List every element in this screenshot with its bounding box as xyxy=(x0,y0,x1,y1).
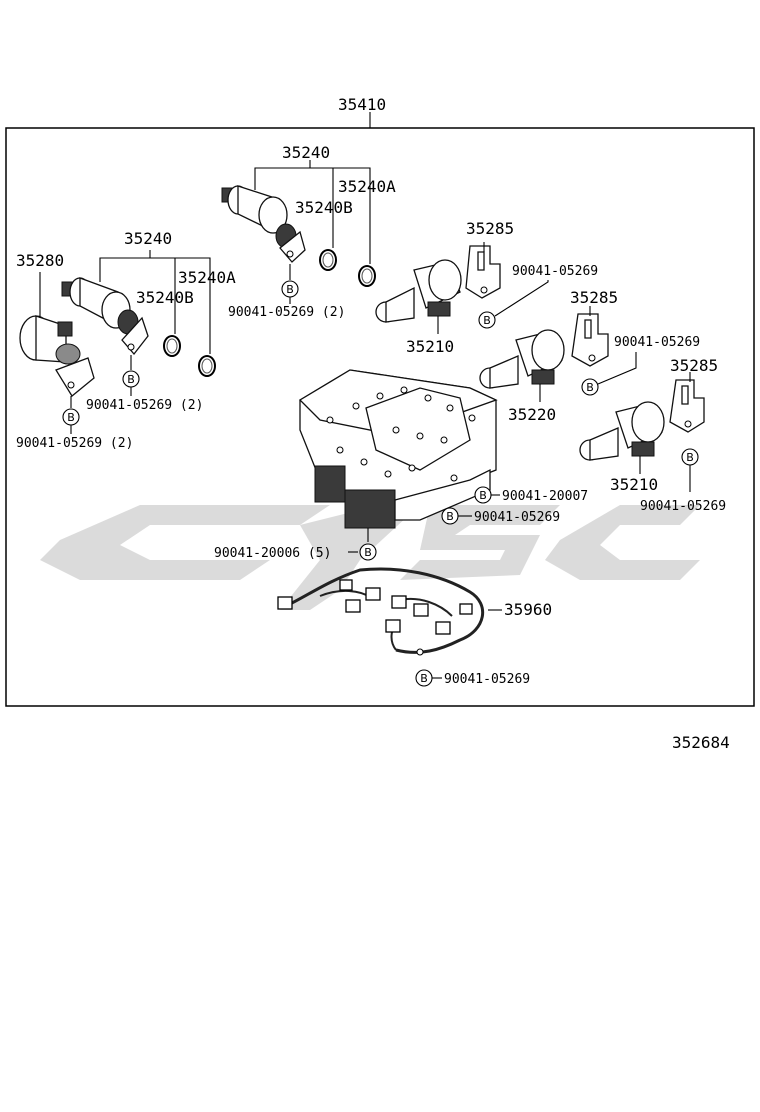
bracket-35285-3 xyxy=(669,379,705,433)
bolt-symbol-bracket-3: B xyxy=(681,448,699,466)
figure-number: 352684 xyxy=(672,733,730,752)
label-35240b-top: 35240B xyxy=(295,198,353,217)
bolt-symbol-bracket-2: B xyxy=(581,378,599,396)
bracket-35285-2 xyxy=(571,313,609,367)
bolt-symbol-bracket-1: B xyxy=(478,311,496,329)
label-35240b-left: 35240B xyxy=(136,288,194,307)
svg-text:B: B xyxy=(286,283,294,296)
svg-text:B: B xyxy=(586,381,594,394)
label-bolt-harness: 90041-05269 xyxy=(444,672,530,687)
svg-text:B: B xyxy=(364,546,372,559)
label-35285-1: 35285 xyxy=(466,219,514,238)
oring-35240a-top xyxy=(358,265,376,287)
solenoid-35210-b xyxy=(579,401,665,461)
label-bolt-bracket-1: 90041-05269 xyxy=(512,264,598,279)
svg-text:B: B xyxy=(67,411,75,424)
label-bolt-bracket-2: 90041-05269 xyxy=(614,335,700,350)
svg-text:B: B xyxy=(420,672,428,685)
assembly-frame xyxy=(5,127,755,707)
solenoid-35210-a xyxy=(375,259,462,323)
label-bolt-far-left: 90041-05269 (2) xyxy=(16,436,133,451)
bolt-symbol-harness: B xyxy=(415,669,433,687)
label-assembly-number: 35410 xyxy=(338,95,386,114)
bolt-symbol-far-left: B xyxy=(62,408,80,426)
label-35220: 35220 xyxy=(508,405,556,424)
solenoid-35240-top xyxy=(221,185,306,263)
svg-text:B: B xyxy=(686,451,694,464)
label-35240-left: 35240 xyxy=(124,229,172,248)
label-bolt-left: 90041-05269 (2) xyxy=(86,398,203,413)
valve-body xyxy=(298,369,498,529)
watermark-logo xyxy=(40,505,700,610)
svg-text:B: B xyxy=(483,314,491,327)
solenoid-35280 xyxy=(19,315,95,397)
label-bolt-body-3: 90041-20006 (5) xyxy=(214,546,331,561)
solenoid-35220 xyxy=(479,329,565,389)
label-35240a-top: 35240A xyxy=(338,177,396,196)
bolt-symbol-top: B xyxy=(281,280,299,298)
svg-text:B: B xyxy=(479,489,487,502)
label-bolt-top: 90041-05269 (2) xyxy=(228,305,345,320)
solenoid-35240-left xyxy=(61,277,149,356)
bolt-symbol-body-2: B xyxy=(441,507,459,525)
label-35210-a: 35210 xyxy=(406,337,454,356)
label-35240a-left: 35240A xyxy=(178,268,236,287)
bolt-symbol-left: B xyxy=(122,370,140,388)
label-35240-top: 35240 xyxy=(282,143,330,162)
label-35210-b: 35210 xyxy=(610,475,658,494)
label-bolt-bracket-3: 90041-05269 xyxy=(640,499,726,514)
bracket-35285-1 xyxy=(465,245,501,299)
label-35285-2: 35285 xyxy=(570,288,618,307)
bolt-symbol-body-1: B xyxy=(474,486,492,504)
oring-35240a-left xyxy=(198,355,216,377)
oring-35240b-left xyxy=(163,335,181,357)
bolt-symbol-body-3: B xyxy=(359,543,377,561)
label-35280: 35280 xyxy=(16,251,64,270)
label-35960: 35960 xyxy=(504,600,552,619)
svg-text:B: B xyxy=(127,373,135,386)
oring-35240b-top xyxy=(319,249,337,271)
svg-text:B: B xyxy=(446,510,454,523)
wire-harness-35960 xyxy=(277,567,485,656)
label-bolt-body-1: 90041-20007 xyxy=(502,489,588,504)
label-bolt-body-2: 90041-05269 xyxy=(474,510,560,525)
label-35285-3: 35285 xyxy=(670,356,718,375)
